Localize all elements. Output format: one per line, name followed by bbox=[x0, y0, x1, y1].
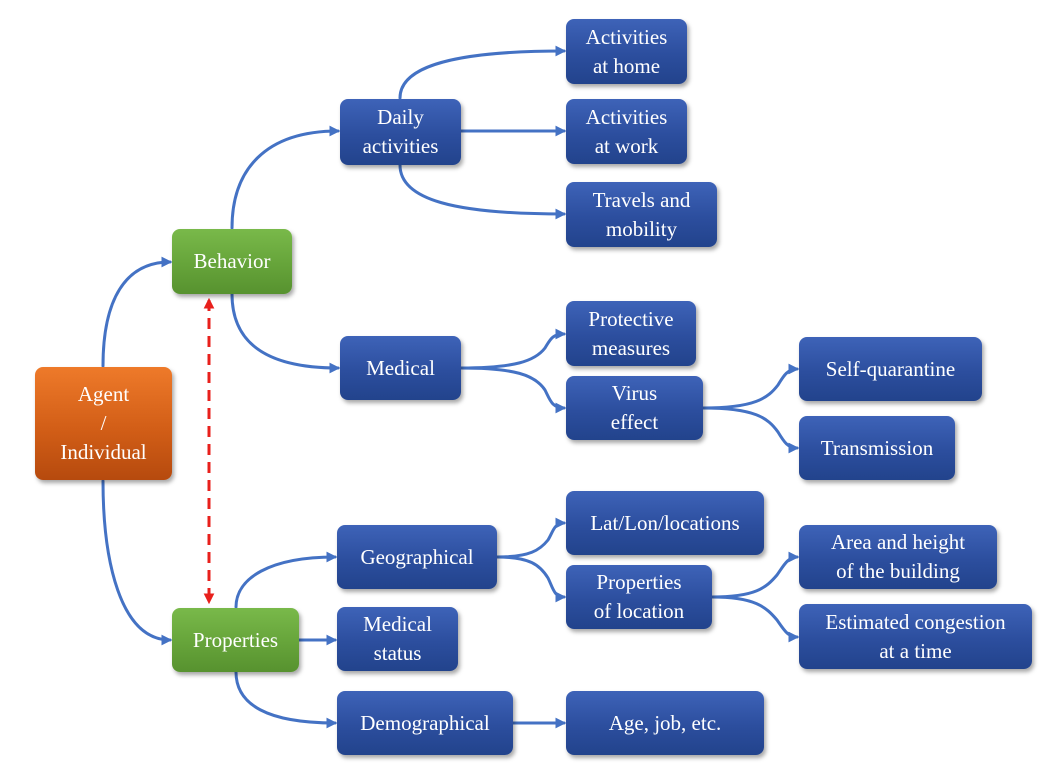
link-geo-proplocation bbox=[495, 555, 567, 603]
node-medical-status: Medical status bbox=[337, 607, 458, 671]
node-travels-and-mobility: Travels and mobility bbox=[566, 182, 717, 247]
link-daily-home bbox=[398, 45, 567, 100]
link-virus-transmission bbox=[701, 406, 800, 454]
node-properties-of-location: Properties of location bbox=[566, 565, 712, 629]
node-activities-at-work: Activities at work bbox=[566, 99, 687, 164]
link-behavior-medical bbox=[230, 292, 341, 374]
link-agent-behavior bbox=[101, 256, 173, 368]
link-medical-protective bbox=[459, 328, 567, 370]
node-virus-effect: Virus effect bbox=[566, 376, 703, 440]
link-proploc-area bbox=[710, 551, 800, 599]
link-daily-travels bbox=[398, 163, 567, 220]
node-self-quarantine: Self-quarantine bbox=[799, 337, 982, 401]
node-protective-measures: Protective measures bbox=[566, 301, 696, 366]
node-demographical: Demographical bbox=[337, 691, 513, 755]
node-activities-at-home: Activities at home bbox=[566, 19, 687, 84]
node-agent-individual: Agent / Individual bbox=[35, 367, 172, 480]
node-properties: Properties bbox=[172, 608, 299, 672]
link-behavior-daily bbox=[230, 125, 341, 230]
link-proploc-congestion bbox=[710, 595, 800, 643]
link-medical-virus bbox=[459, 366, 567, 414]
node-geographical: Geographical bbox=[337, 525, 497, 589]
node-estimated-congestion: Estimated congestion at a time bbox=[799, 604, 1032, 669]
link-properties-demographical bbox=[234, 670, 338, 729]
link-geo-latlon bbox=[495, 517, 567, 559]
node-transmission: Transmission bbox=[799, 416, 955, 480]
node-medical: Medical bbox=[340, 336, 461, 400]
link-virus-selfquarantine bbox=[701, 363, 800, 410]
node-daily-activities: Daily activities bbox=[340, 99, 461, 165]
link-agent-properties bbox=[101, 479, 173, 646]
node-behavior: Behavior bbox=[172, 229, 292, 294]
link-properties-geographical bbox=[234, 551, 338, 609]
node-lat-lon-locations: Lat/Lon/locations bbox=[566, 491, 764, 555]
node-age-job-etc: Age, job, etc. bbox=[566, 691, 764, 755]
node-area-and-height: Area and height of the building bbox=[799, 525, 997, 589]
